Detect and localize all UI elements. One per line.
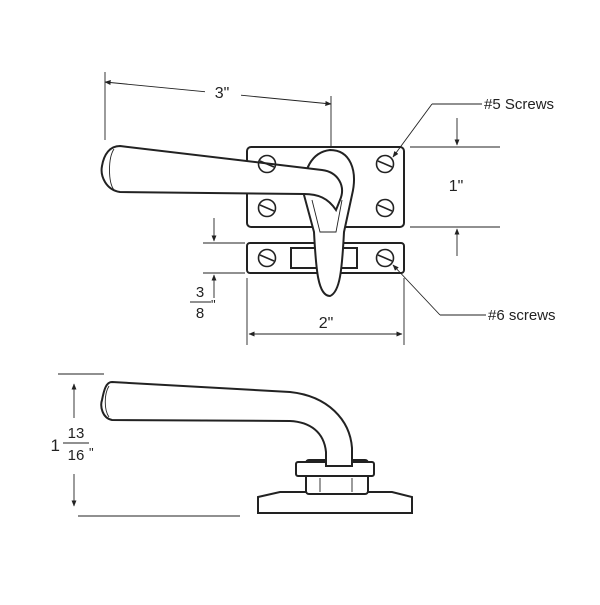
callout-label: #5 Screws (484, 96, 554, 113)
handle-lever (100, 144, 343, 213)
dimension-denominator: 8 (196, 305, 204, 322)
dimension-label: 3" (215, 85, 230, 102)
plate-screws (257, 154, 395, 218)
dimension-whole: 1 (51, 436, 60, 455)
callout-plate-screws: #5 Screws (392, 96, 554, 158)
base-flange (257, 491, 413, 514)
dimension-numerator: 3 (196, 284, 204, 301)
callout-strike-screws: #6 screws (392, 264, 556, 324)
callout-label: #6 screws (488, 307, 556, 324)
dimension-label: 2" (319, 315, 334, 332)
screw-head (375, 248, 395, 268)
screw-head (257, 248, 277, 268)
dimension-plate-width: 2" (246, 278, 405, 345)
side-handle-arm (100, 380, 353, 467)
dimension-numerator: 13 (68, 425, 85, 442)
screw-head (257, 198, 277, 218)
screw-head (375, 154, 395, 174)
dimension-handle-length: 3" (104, 72, 332, 148)
dimension-denominator: 16 (68, 447, 85, 464)
dimension-unit: " (89, 445, 94, 460)
side-handle-tip-edge (104, 385, 110, 418)
strike-screws (257, 248, 395, 268)
dimension-strike-height: 3 8 " (190, 218, 245, 322)
dimension-label: 1" (449, 178, 464, 195)
side-view: 1 13 16 " (50, 373, 413, 517)
handle-tip-edge (109, 148, 115, 191)
top-view: 3" 1" #5 Screws #6 screws (100, 72, 556, 345)
dimension-unit: " (211, 297, 216, 312)
screw-head (375, 198, 395, 218)
cam-hook-inner-line (311, 199, 343, 233)
dimension-overall-height: 1 13 16 " (50, 373, 104, 507)
screw-head (257, 154, 277, 174)
dimension-plate-height: 1" (410, 118, 500, 256)
